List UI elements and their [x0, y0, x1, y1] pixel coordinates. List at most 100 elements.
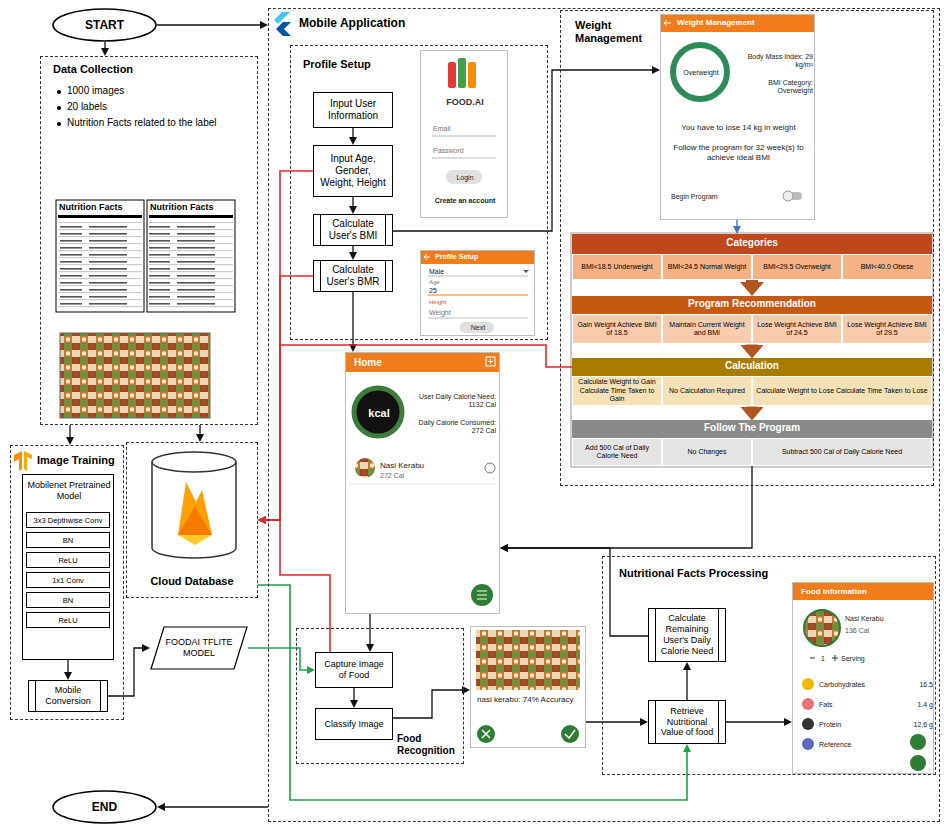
process-side-line — [385, 261, 386, 291]
node-text: BMI<18.5 Underweight — [581, 263, 652, 271]
button-shape — [460, 322, 494, 333]
flow-arrow — [157, 24, 260, 25]
screen-text: Protein — [819, 721, 889, 729]
flow-arrow — [266, 520, 330, 652]
bullet-dot — [57, 90, 61, 94]
process-side-line — [35, 681, 36, 711]
node-text: No Changes — [688, 448, 727, 456]
model-file: FOODAI TFLITE MODEL — [150, 626, 248, 670]
flow-arrow — [393, 70, 652, 231]
nutrient-icon — [802, 738, 814, 750]
section-region: Profile SetupInput User InformationInput… — [290, 45, 548, 340]
process-box: Capture Image of Food — [315, 652, 393, 688]
tensorflow-logo — [24, 451, 32, 471]
title-bar — [792, 582, 934, 600]
table-cell: BMI<24.5 Normal Weight — [662, 254, 752, 280]
node-text: Gain Weight Achieve BMI of 18.5 — [576, 321, 658, 338]
process-side-line — [320, 261, 321, 291]
section-region: Weight ManagementWeight ManagementOverwe… — [560, 10, 934, 486]
screen-text: Nasi Kerabu — [845, 615, 925, 623]
screen-text: nasi kerabu: 74% Accuracy — [477, 695, 581, 705]
section-heading: Food Recognition — [397, 733, 461, 757]
menu-button — [471, 584, 493, 606]
flow-arrow — [199, 425, 200, 434]
food-avatar — [355, 458, 375, 478]
food-photo — [476, 630, 580, 690]
node-text: Calculate Weight to Gain Calculate Time … — [576, 378, 658, 403]
flow-arrow — [69, 425, 70, 437]
confirm-button — [561, 725, 579, 743]
flow-arrow — [736, 220, 737, 226]
screen-text: Login — [421, 174, 509, 182]
section-heading: Data Collection — [53, 63, 253, 76]
screen-text: Create an account — [421, 197, 509, 205]
screen-text: 272 Cal — [380, 472, 460, 480]
nutrition-label-image — [58, 215, 142, 218]
screen-text: BMI Category: Overweight — [739, 79, 813, 96]
node-text: BN — [63, 596, 73, 605]
screen-background — [420, 50, 508, 218]
input-underline — [428, 295, 528, 296]
table-band: Follow The ProgramAdd 500 Cal of Daily C… — [572, 420, 932, 466]
screen-text: Begin Program — [671, 193, 751, 201]
nutrient-icon — [802, 718, 814, 730]
title-bar — [420, 250, 535, 264]
node-text: Mobilenet Pretrained Model — [27, 480, 111, 502]
section-heading: Weight Management — [575, 19, 660, 45]
table-cell: BMI<18.5 Underweight — [572, 254, 662, 280]
table-cell: BMI<40.0 Obese — [842, 254, 932, 280]
screen-background — [660, 14, 815, 220]
section-heading: Cloud Database — [127, 575, 257, 588]
screen-text: Reference — [819, 741, 889, 749]
process-side-line — [655, 609, 656, 661]
nutrition-label-image — [147, 200, 235, 312]
flow-arrow — [352, 128, 353, 137]
title-bar — [660, 14, 815, 32]
section-region: Food RecognitionCapture Image of FoodCla… — [296, 628, 464, 764]
list-divider — [349, 484, 496, 485]
food-avatar — [804, 610, 840, 646]
screen-text: 136 Cal — [845, 627, 925, 635]
cancel-button — [477, 725, 495, 743]
screen-text: Body Mass Index: 29 kg/m² — [739, 53, 813, 70]
node-text: 3x3 Depthwise Conv — [34, 516, 103, 525]
screen-background — [470, 626, 586, 748]
node-text: 1x1 Conv — [52, 576, 84, 585]
layer-box: ReLU — [26, 552, 110, 568]
node-text: Calculate User's BMI — [323, 218, 383, 242]
node-text: Subtract 500 Cal of Daily Calorie Need — [782, 448, 902, 456]
bullet-text: 20 labels — [67, 101, 247, 113]
table-cell: No Calculation Required — [662, 376, 752, 406]
process-side-line — [718, 609, 719, 661]
screen-mockup: Profile SetupMaleAge25HeightWeightNext — [420, 250, 535, 336]
section-region: Nutritional Facts ProcessingCalculate Re… — [602, 556, 936, 775]
node-text: END — [92, 800, 117, 814]
flow-arrow — [508, 548, 648, 636]
menu-button — [477, 591, 487, 599]
process-box: Retrieve Nutritional Value of food — [648, 700, 726, 744]
flow-arrow — [369, 614, 370, 644]
screen-text: 25 — [429, 287, 489, 295]
screen-text: Weight Management — [677, 18, 807, 28]
node-text: BMI<29.5 Overweight — [763, 263, 831, 271]
database-cylinder — [152, 452, 236, 472]
layer-box: BN — [26, 592, 110, 608]
back-icon — [664, 20, 671, 26]
node-text: BMI<24.5 Normal Weight — [668, 263, 746, 271]
section-heading: Nutritional Facts Processing — [619, 567, 784, 580]
table-cell: Maintain Current Weight and BMI — [662, 314, 752, 344]
node-text: No Calculation Required — [669, 387, 745, 395]
screen-mockup: HomekcalUser Daily Calorie Need: 1132 Ca… — [345, 352, 500, 614]
screen-mockup: Weight ManagementOverweightBody Mass Ind… — [660, 14, 815, 220]
bullet-dot — [57, 106, 61, 110]
node-text: FOODAI TFLITE MODEL — [164, 637, 234, 659]
screen-mockup: nasi kerabu: 74% Accuracy — [470, 626, 586, 748]
nutrient-icon — [802, 698, 814, 710]
firebase-logo — [178, 482, 212, 535]
screen-text: Email — [433, 125, 497, 133]
database-cylinder — [152, 462, 236, 558]
flow-arrow — [726, 721, 784, 722]
screen-mockup: Food InformationNasi Kerabu136 Cal1Servi… — [792, 582, 934, 774]
node-text: BMI<40.0 Obese — [861, 263, 914, 271]
screen-text: Nasi Kerabu — [380, 461, 480, 471]
